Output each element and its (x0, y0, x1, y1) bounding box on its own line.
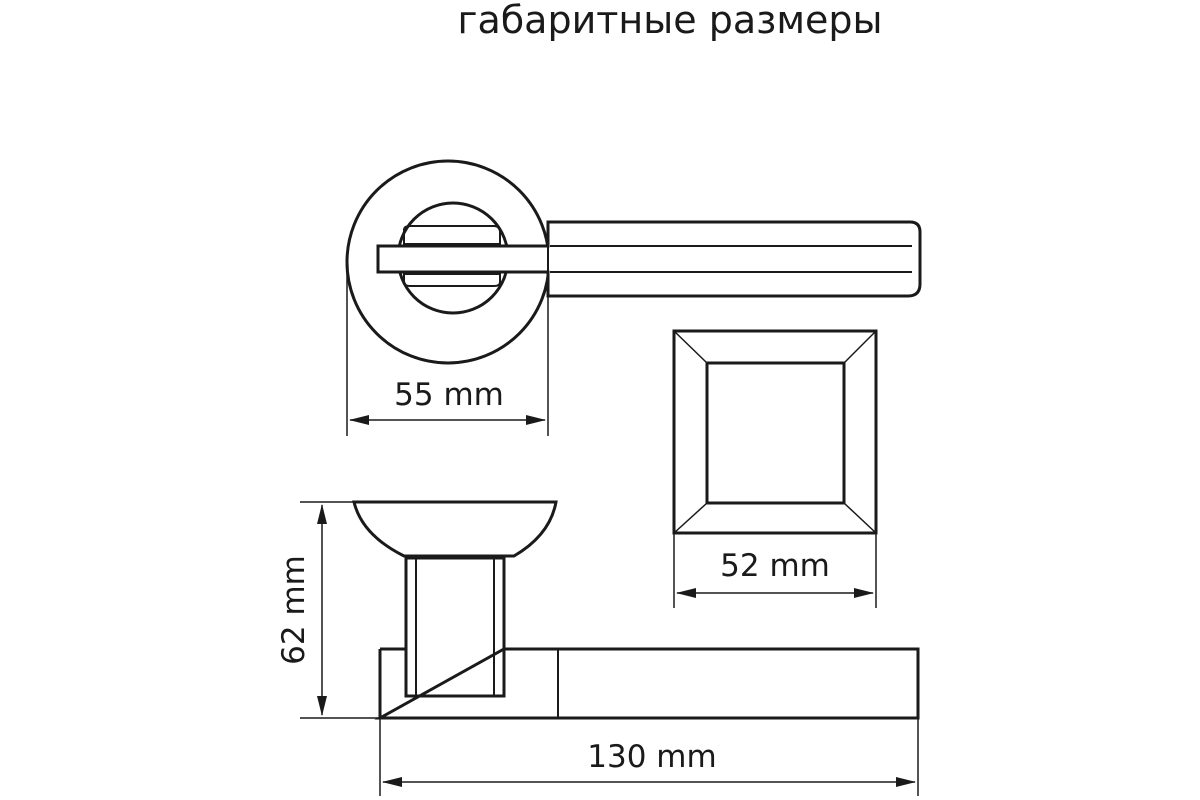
side-view-handle: 62 mm 130 mm (276, 500, 920, 796)
side-rosette (352, 500, 558, 558)
dimension-label-130: 130 mm (587, 739, 716, 775)
front-view-handle: 55 mm (345, 159, 922, 436)
dimension-label-62: 62 mm (276, 555, 312, 665)
square-rosette-inner (705, 361, 846, 505)
rosette-boss (403, 225, 501, 245)
side-neck (404, 556, 506, 698)
dimension-label-52: 52 mm (720, 548, 830, 584)
dimension-label-55: 55 mm (394, 377, 504, 413)
page-title: габаритные размеры (457, 0, 882, 42)
lever (376, 220, 922, 298)
square-rosette-view: 52 mm (672, 329, 878, 608)
